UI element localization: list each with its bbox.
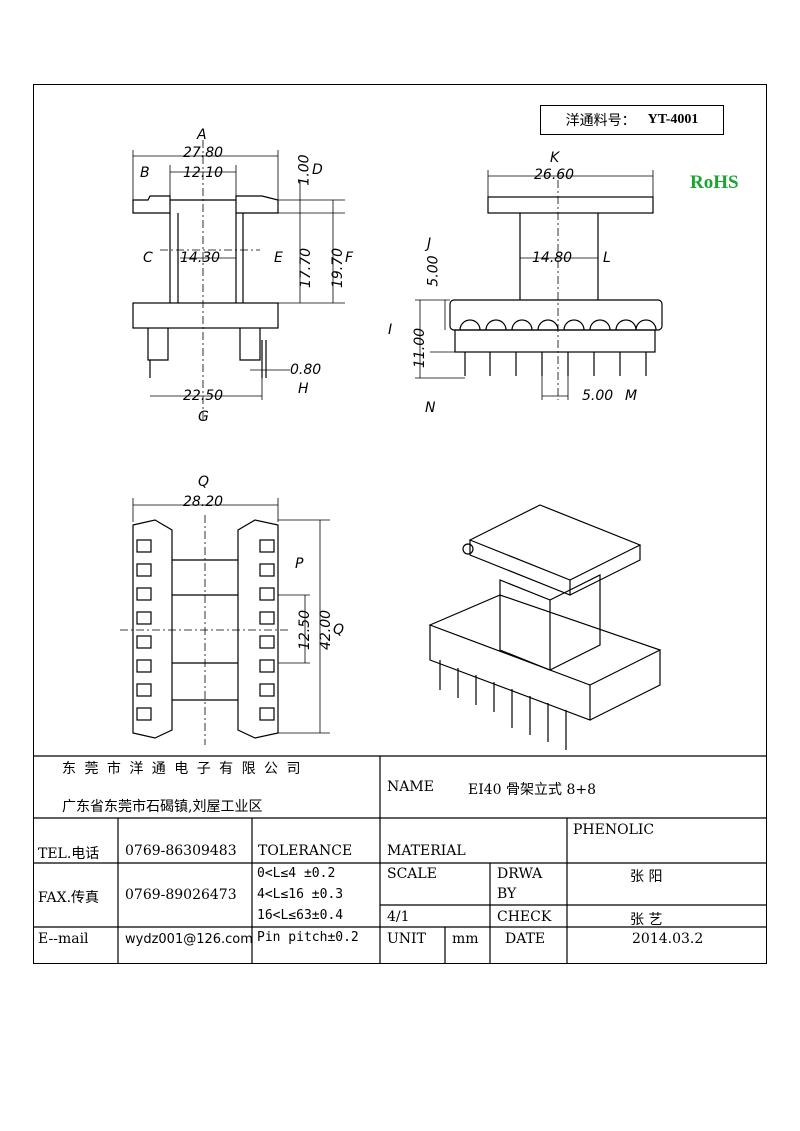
drawing-sheet-border <box>33 84 767 964</box>
check-label: CHECK <box>497 909 552 925</box>
scale-label: SCALE <box>387 866 437 882</box>
dim-label-g: G <box>198 409 209 425</box>
material-value: PHENOLIC <box>573 822 655 838</box>
dim-value-l: 14.80 <box>532 250 573 266</box>
dim-value-b: 12.10 <box>183 165 224 181</box>
dim-label-i: I <box>388 322 393 338</box>
dim-value-k: 26.60 <box>534 167 575 183</box>
dim-value-q-top: 28.20 <box>183 494 224 510</box>
part-number-box: 洋通料号： YT-4001 <box>540 105 724 135</box>
tolerance-row-4: Pin pitch±0.2 <box>257 930 359 945</box>
dim-label-a: A <box>197 127 207 143</box>
dim-label-e: E <box>274 250 283 266</box>
dim-label-h: H <box>298 381 309 397</box>
fax-label: FAX.传真 <box>38 890 100 906</box>
fax-value: 0769-89026473 <box>125 887 237 903</box>
company-name: 东 莞 市 洋 通 电 子 有 限 公 司 <box>62 761 303 777</box>
rohs-mark: RoHS <box>690 172 739 193</box>
date-value: 2014.03.2 <box>632 931 704 947</box>
drawby-label-2: BY <box>497 886 517 902</box>
dim-value-a: 27.80 <box>183 145 224 161</box>
title-block-grid <box>33 755 767 964</box>
dim-value-j: 5.00 <box>425 255 442 287</box>
dim-label-f: F <box>345 250 354 266</box>
dim-label-n: N <box>425 400 436 416</box>
dim-label-l: L <box>603 250 611 266</box>
front-view <box>132 140 279 420</box>
dim-label-q-top: Q <box>198 474 210 490</box>
drawby-value: 张 阳 <box>630 869 663 885</box>
dim-label-d: D <box>312 162 323 178</box>
dim-label-p: P <box>295 556 304 572</box>
dim-label-k: K <box>550 150 560 166</box>
dim-label-j: J <box>427 236 432 252</box>
dim-value-d: 1.00 <box>296 154 313 186</box>
dim-value-q-side: 42.00 <box>318 609 335 651</box>
dim-label-m: M <box>625 388 638 404</box>
email-label: E--mail <box>38 931 89 947</box>
part-name: EI40 骨架立式 8+8 <box>468 782 597 798</box>
isometric-view <box>428 504 662 750</box>
dim-value-g: 22.50 <box>183 388 224 404</box>
date-label: DATE <box>505 931 546 947</box>
tolerance-row-2: 4<L≤16 ±0.3 <box>257 887 344 902</box>
name-label: NAME <box>387 779 434 795</box>
dim-label-c: C <box>143 250 153 266</box>
dim-value-c: 14.30 <box>180 250 221 266</box>
check-value: 张 艺 <box>630 912 663 928</box>
dim-label-b: B <box>140 165 150 181</box>
drawby-label-1: DRWA <box>497 866 543 882</box>
dim-value-h: 0.80 <box>290 362 322 378</box>
part-number-value: YT-4001 <box>647 112 699 127</box>
unit-label: UNIT <box>387 931 426 947</box>
tolerance-row-3: 16<L≤63±0.4 <box>257 908 344 923</box>
part-number-label: 洋通料号： <box>565 113 636 129</box>
dim-value-m: 5.00 <box>582 388 614 404</box>
dim-value-f: 19.70 <box>330 247 347 289</box>
tolerance-row-1: 0<L≤4 ±0.2 <box>257 866 336 881</box>
email-value: wydz001@126.com <box>125 932 253 947</box>
tel-value: 0769-86309483 <box>125 843 237 859</box>
company-address: 广东省东莞市石碣镇,刘屋工业区 <box>62 799 263 815</box>
side-view <box>449 180 663 400</box>
tolerance-label: TOLERANCE <box>258 843 353 859</box>
dim-label-q-side: Q <box>333 622 345 638</box>
dim-value-p: 12.50 <box>297 609 314 651</box>
unit-value: mm <box>452 931 479 947</box>
top-view <box>120 515 290 745</box>
dim-value-e: 17.70 <box>298 247 315 289</box>
scale-value: 4/1 <box>387 909 410 925</box>
material-label: MATERIAL <box>387 843 466 859</box>
tel-label: TEL.电话 <box>38 846 100 862</box>
dim-value-i: 11.00 <box>412 327 429 369</box>
